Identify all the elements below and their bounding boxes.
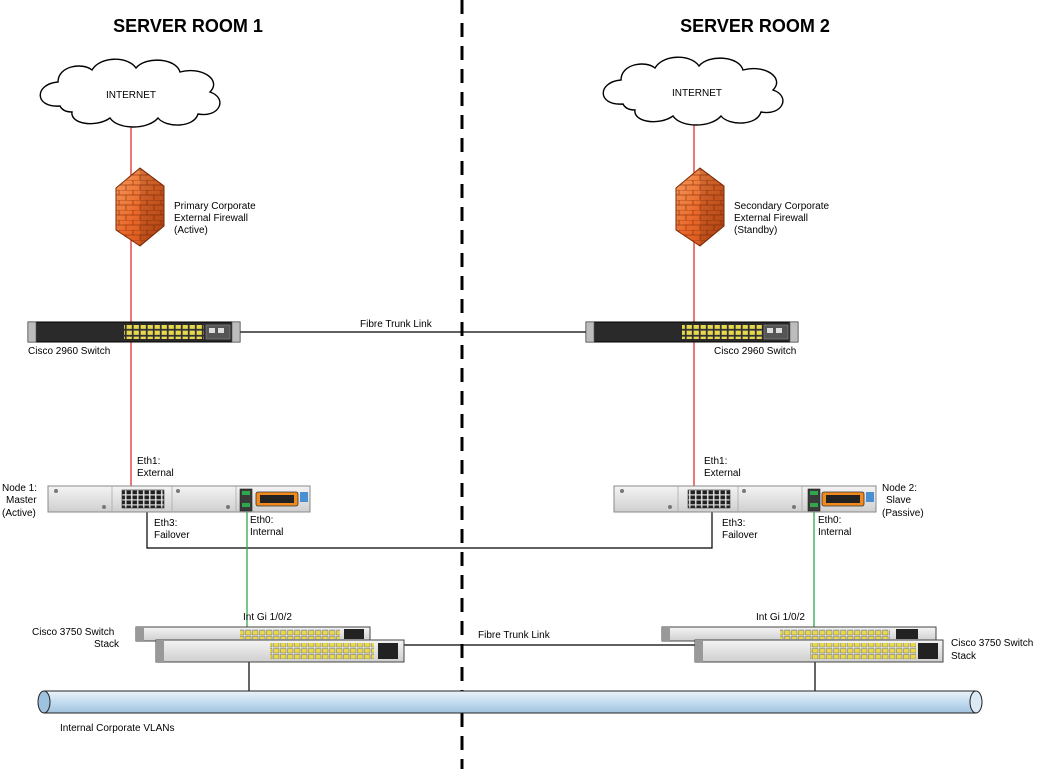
cisco-3750-label-right: Cisco 3750 Switch Stack: [951, 638, 1033, 662]
svg-text:(Standby): (Standby): [734, 225, 777, 236]
room1-title: SERVER ROOM 1: [113, 16, 263, 36]
node2-eth0-label: Eth0: Internal: [818, 515, 851, 538]
svg-text:Cisco 3750 Switch: Cisco 3750 Switch: [951, 638, 1033, 649]
room2-title: SERVER ROOM 2: [680, 16, 830, 36]
fibre-trunk-top-label: Fibre Trunk Link: [360, 319, 433, 330]
svg-text:Eth1:: Eth1:: [704, 456, 727, 467]
internet-label-left: INTERNET: [106, 90, 156, 101]
cisco-3750-stack-left: [135, 626, 405, 663]
svg-text:Eth0:: Eth0:: [818, 515, 841, 526]
svg-text:Failover: Failover: [722, 530, 758, 541]
node1-eth3-label: Eth3: Failover: [154, 518, 190, 541]
internet-cloud-left: INTERNET: [39, 58, 221, 128]
backbone-label: Internal Corporate VLANs: [60, 723, 175, 734]
svg-text:(Active): (Active): [2, 508, 36, 519]
firewall-primary-label: Primary Corporate External Firewall (Act…: [174, 201, 256, 236]
svg-text:Stack: Stack: [951, 651, 977, 662]
svg-text:Failover: Failover: [154, 530, 190, 541]
svg-text:External: External: [137, 468, 174, 479]
svg-text:Secondary Corporate: Secondary Corporate: [734, 201, 829, 212]
svg-text:Slave: Slave: [886, 495, 911, 506]
svg-text:External Firewall: External Firewall: [734, 213, 808, 224]
firewall-primary-icon: [115, 167, 165, 247]
node1-appliance: [47, 485, 311, 513]
cisco-2960-label-right: Cisco 2960 Switch: [714, 346, 796, 357]
svg-text:Eth3:: Eth3:: [722, 518, 745, 529]
cisco-2960-switch-right: [585, 321, 799, 343]
cisco-2960-switch-left: [27, 321, 241, 343]
node1-eth0-label: Eth0: Internal: [250, 515, 283, 538]
internet-label-right: INTERNET: [672, 88, 722, 99]
firewall-secondary-label: Secondary Corporate External Firewall (S…: [734, 201, 829, 236]
svg-text:Primary Corporate: Primary Corporate: [174, 201, 256, 212]
failover-link: [146, 505, 713, 549]
cisco-3750-label-left: Cisco 3750 Switch Stack: [32, 627, 120, 650]
svg-text:Eth3:: Eth3:: [154, 518, 177, 529]
node1-eth1-label: Eth1: External: [137, 456, 174, 479]
svg-text:Eth0:: Eth0:: [250, 515, 273, 526]
node2-eth1-label: Eth1: External: [704, 456, 741, 479]
node1-name-label: Node 1: Master (Active): [2, 483, 37, 519]
svg-text:External Firewall: External Firewall: [174, 213, 248, 224]
svg-text:Internal: Internal: [818, 527, 851, 538]
internal-vlan-backbone: [37, 690, 983, 714]
svg-text:Cisco 3750 Switch: Cisco 3750 Switch: [32, 627, 114, 638]
svg-text:Node 2:: Node 2:: [882, 483, 917, 494]
port-label-right: Int Gi 1/0/2: [756, 612, 805, 623]
svg-text:(Passive): (Passive): [882, 508, 924, 519]
svg-text:Stack: Stack: [94, 639, 120, 650]
internet-cloud-right: INTERNET: [602, 56, 784, 126]
firewall-secondary-icon: [675, 167, 725, 247]
svg-text:(Active): (Active): [174, 225, 208, 236]
svg-text:Node 1:: Node 1:: [2, 483, 37, 494]
node2-name-label: Node 2: Slave (Passive): [882, 483, 924, 519]
fibre-trunk-bottom-label: Fibre Trunk Link: [478, 630, 551, 641]
svg-text:Master: Master: [6, 495, 37, 506]
cisco-2960-label-left: Cisco 2960 Switch: [28, 346, 110, 357]
svg-text:Eth1:: Eth1:: [137, 456, 160, 467]
svg-text:Internal: Internal: [250, 527, 283, 538]
port-label-left: Int Gi 1/0/2: [243, 612, 292, 623]
node2-eth3-label: Eth3: Failover: [722, 518, 758, 541]
svg-text:External: External: [704, 468, 741, 479]
node2-appliance: [613, 485, 877, 513]
cisco-3750-stack-right: [661, 626, 944, 663]
